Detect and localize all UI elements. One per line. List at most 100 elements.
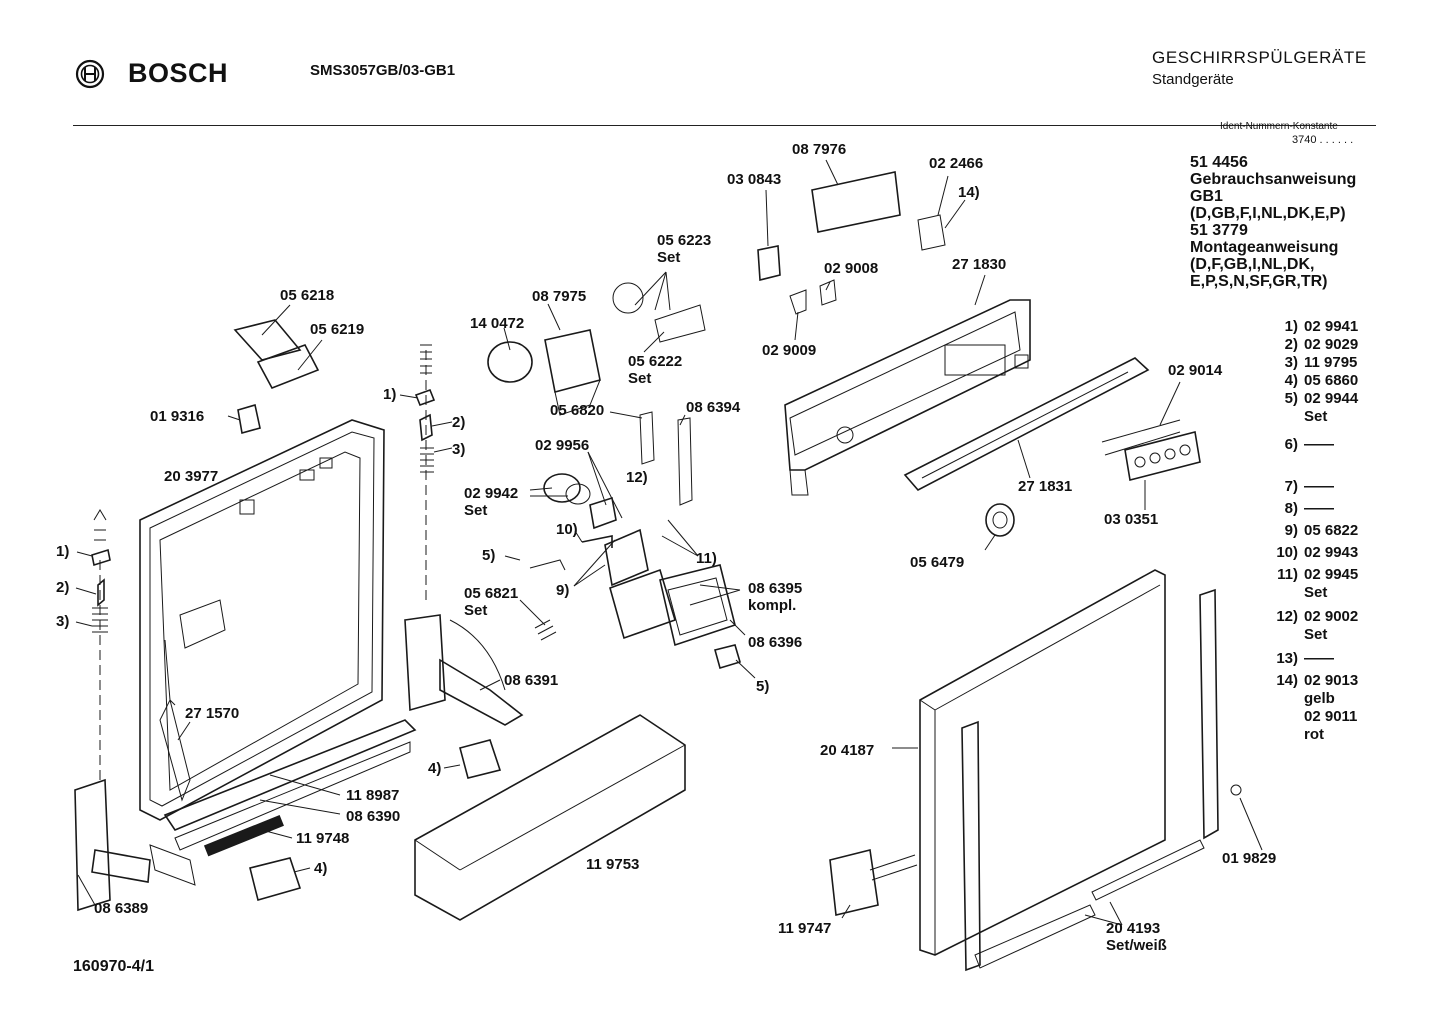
doc-line: GB1 [1190, 188, 1223, 205]
part-label: 02 9009 [762, 342, 817, 359]
legend-value-line: 02 9943 [1304, 544, 1359, 561]
legend-value-line: 02 9011 [1304, 708, 1358, 725]
part-label: 4) [428, 760, 442, 777]
part-label: 03 0351 [1104, 511, 1159, 528]
legend-key: 9) [1284, 522, 1298, 539]
part-label: 02 9942 Set [464, 485, 519, 519]
part-label: 1) [56, 543, 70, 560]
legend-value-line: —— [1304, 500, 1334, 517]
plinth-panel [414, 714, 686, 921]
category-subtitle: Standgeräte [1152, 71, 1234, 88]
part-label: 20 3977 [164, 468, 219, 485]
brand-name: BOSCH [128, 58, 229, 88]
legend-key: 13) [1276, 650, 1298, 667]
legend-value-line: 02 9944 [1304, 390, 1359, 407]
legend-value: —— [1304, 478, 1334, 496]
part-label: 2) [452, 414, 466, 431]
legend-value: 02 9941 [1304, 318, 1358, 336]
legend-value-line: gelb [1304, 690, 1335, 707]
timer-and-dispenser [487, 282, 741, 670]
leader-lines [75, 159, 1263, 926]
part-label: 4) [314, 860, 328, 877]
part-label: 02 9008 [824, 260, 879, 277]
part-label: 01 9316 [150, 408, 205, 425]
part-label: 11 9747 [778, 920, 832, 937]
part-label: 05 6821 Set [464, 585, 519, 619]
part-label: 11) [696, 550, 717, 567]
legend-value-line: 05 6860 [1304, 372, 1359, 389]
small-parts-left [233, 319, 502, 901]
legend-value: —— [1304, 436, 1334, 454]
control-panel [784, 299, 1031, 496]
part-label: 27 1830 [952, 256, 1007, 273]
legend-value-line: Set [1304, 584, 1328, 601]
part-label: 05 6479 [910, 554, 965, 571]
legend-value-line: —— [1304, 436, 1334, 453]
ident-constant: 3740 . . . . . . [1292, 134, 1354, 146]
legend-value-line: 02 9945 [1304, 566, 1359, 583]
legend-value-line: Set [1304, 408, 1328, 425]
part-label: 1) [383, 386, 397, 403]
part-label: 27 1570 [185, 705, 240, 722]
drawing-number: 160970-4/1 [73, 958, 154, 975]
part-label: 05 6218 [280, 287, 335, 304]
part-label: 05 6219 [310, 321, 365, 338]
legend-value-line: 11 9795 [1304, 354, 1358, 371]
part-label: 20 4193 Set/weiß [1106, 920, 1167, 954]
part-label: 10) [556, 521, 578, 538]
legend-value: 02 9943 [1304, 544, 1358, 562]
legend-value-line: 02 9013 [1304, 672, 1359, 689]
part-label: 14 0472 [470, 315, 525, 332]
outer-door-panel [829, 569, 1242, 972]
legend-value: —— [1304, 500, 1334, 518]
right-hinge-assembly [404, 344, 524, 726]
legend-value: —— [1304, 650, 1334, 668]
left-hinge-assembly [74, 509, 196, 912]
category-title: GESCHIRRSPÜLGERÄTE [1152, 48, 1367, 67]
part-label: 3) [452, 441, 466, 458]
part-label: 05 6223 Set [657, 232, 712, 266]
part-label: 3) [56, 613, 70, 630]
legend-key: 1) [1284, 318, 1298, 335]
legend-value: 11 9795 [1304, 354, 1357, 372]
doc-line: Gebrauchsanweisung [1190, 171, 1357, 188]
part-label: 5) [756, 678, 770, 695]
part-label: 9) [556, 582, 570, 599]
legend-key: 14) [1276, 672, 1298, 689]
legend-key: 11) [1277, 566, 1298, 583]
part-label: 02 2466 [929, 155, 984, 172]
part-label: 20 4187 [820, 742, 875, 759]
legend-key: 2) [1284, 336, 1298, 353]
legend-key: 10) [1276, 544, 1298, 561]
legend-key: 7) [1284, 478, 1298, 495]
legend-value-line: 02 9029 [1304, 336, 1359, 353]
part-label: 08 7975 [532, 288, 587, 305]
legend-value-line: rot [1304, 726, 1324, 743]
part-label: 02 9956 [535, 437, 590, 454]
doc-line: (D,F,GB,I,NL,DK, [1190, 256, 1315, 273]
part-label: 27 1831 [1018, 478, 1073, 495]
documents-list: 51 4456 Gebrauchsanweisung GB1 (D,GB,F,I… [1190, 154, 1356, 290]
part-label: 08 6390 [346, 808, 401, 825]
part-label: 08 7976 [792, 141, 847, 158]
legend-key: 6) [1284, 436, 1298, 453]
header-rule [73, 125, 1376, 126]
legend-value-line: 05 6822 [1304, 522, 1359, 539]
part-label: 14) [958, 184, 980, 201]
inner-door-panel [139, 419, 385, 821]
legend-value-line: —— [1304, 650, 1334, 667]
ident-label: Ident-Nummern-Konstante [1220, 121, 1338, 132]
legend-key: 12) [1276, 608, 1298, 625]
legend-value: 02 9029 [1304, 336, 1358, 354]
part-label: 05 6222 Set [628, 353, 683, 387]
part-label: 08 6394 [686, 399, 741, 416]
doc-line: E,P,S,N,SF,GR,TR) [1190, 273, 1328, 290]
part-label: 11 8987 [346, 787, 400, 804]
part-label: 5) [482, 547, 496, 564]
button-block [1101, 419, 1201, 481]
part-label: 08 6395 kompl. [748, 580, 803, 614]
part-label: 05 6820 [550, 402, 605, 419]
legend-key: 5) [1284, 390, 1298, 407]
part-label: 2) [56, 579, 70, 596]
